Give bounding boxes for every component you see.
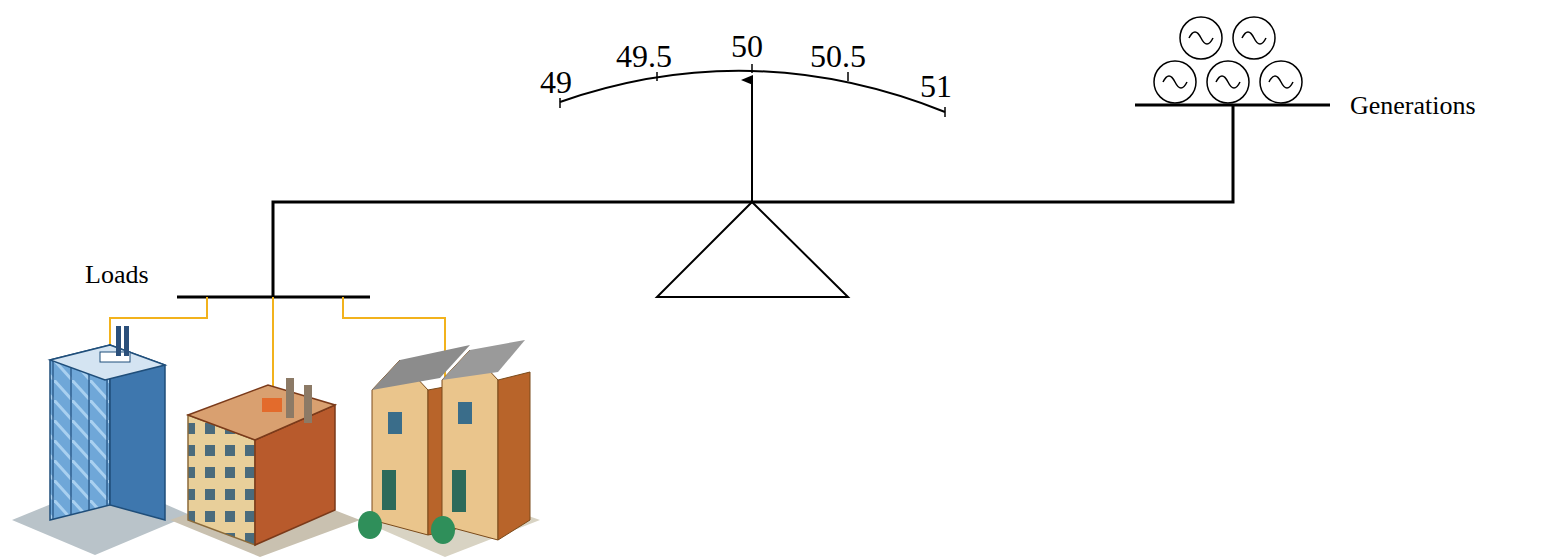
generator-symbols	[1154, 17, 1302, 103]
factory-building	[170, 378, 360, 557]
bus-label: Generations	[1350, 93, 1476, 119]
scale-value: 49	[540, 66, 572, 98]
bus-label: Loads	[85, 262, 149, 288]
generation-bus	[1135, 104, 1330, 107]
scale-value: 50	[731, 30, 763, 62]
scale-value: 51	[920, 70, 952, 102]
scale-value: 49.5	[616, 40, 672, 72]
pointer-arrow	[751, 80, 753, 202]
house-buildings	[358, 340, 540, 557]
fulcrum-triangle	[657, 202, 848, 297]
office-building	[12, 326, 190, 555]
scale-value: 50.5	[810, 40, 866, 72]
balance-beam	[273, 105, 1233, 297]
